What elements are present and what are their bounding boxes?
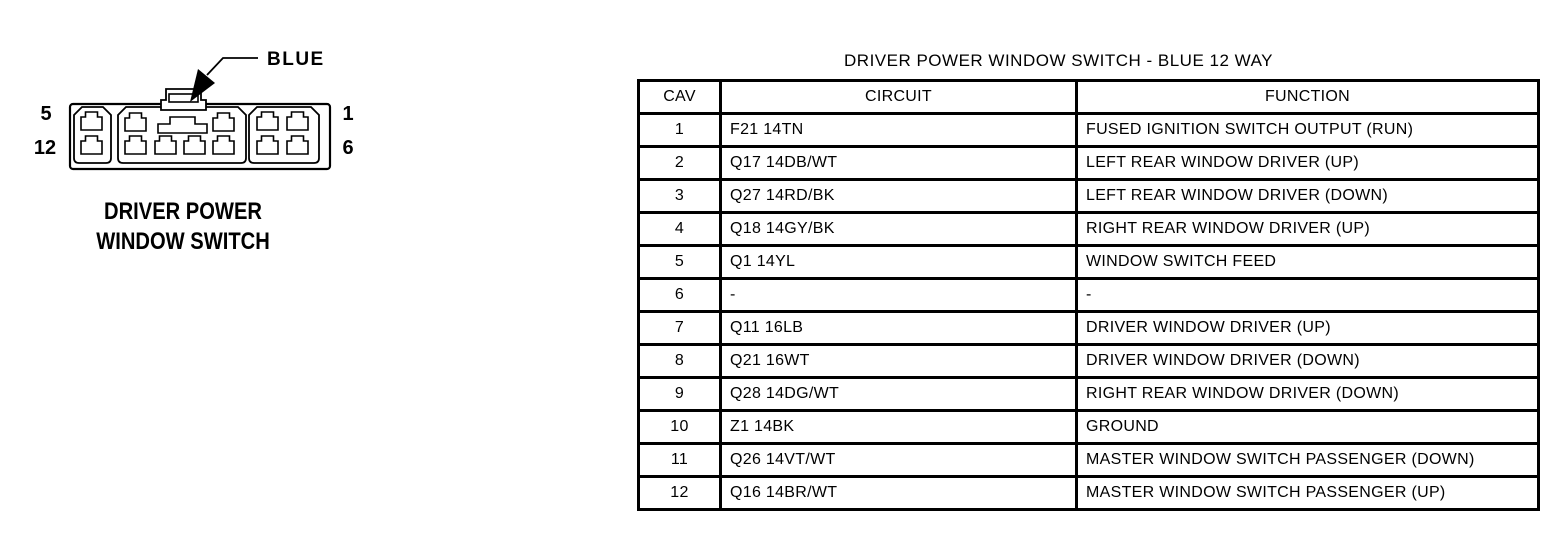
cell-circuit: F21 14TN [719,112,1078,148]
cell-cav: 3 [637,178,722,214]
cavity-group-right [248,106,320,164]
cell-circuit: Q21 16WT [719,343,1078,379]
table-row: 2 Q17 14DB/WT LEFT REAR WINDOW DRIVER (U… [637,145,1540,181]
cell-cav: 5 [637,244,722,280]
cell-circuit: Q16 14BR/WT [719,475,1078,511]
cavity-group-middle [117,106,247,164]
table-row: 7 Q11 16LB DRIVER WINDOW DRIVER (UP) [637,310,1540,346]
table-row: 9 Q28 14DG/WT RIGHT REAR WINDOW DRIVER (… [637,376,1540,412]
latch-slot [168,93,199,103]
cell-function: LEFT REAR WINDOW DRIVER (DOWN) [1075,178,1540,214]
cell-function: GROUND [1075,409,1540,445]
table-row: 11 Q26 14VT/WT MASTER WINDOW SWITCH PASS… [637,442,1540,478]
cell-cav: 8 [637,343,722,379]
cavity-group-left [73,106,112,164]
cell-cav: 12 [637,475,722,511]
cell-circuit: Q28 14DG/WT [719,376,1078,412]
cell-cav: 7 [637,310,722,346]
table-row: 12 Q16 14BR/WT MASTER WINDOW SWITCH PASS… [637,475,1540,511]
callout-line [206,57,258,76]
cell-function: FUSED IGNITION SWITCH OUTPUT (RUN) [1075,112,1540,148]
table-title: DRIVER POWER WINDOW SWITCH - BLUE 12 WAY [844,51,1273,70]
table-row: 3 Q27 14RD/BK LEFT REAR WINDOW DRIVER (D… [637,178,1540,214]
table-body: 1 F21 14TN FUSED IGNITION SWITCH OUTPUT … [637,112,1540,511]
cell-function: RIGHT REAR WINDOW DRIVER (UP) [1075,211,1540,247]
column-header-cav: CAV [637,79,722,115]
cell-cav: 10 [637,409,722,445]
connector-color-label: BLUE [267,49,325,70]
connector-diagram: BLUE 5 12 1 6 [34,49,354,171]
cell-function: RIGHT REAR WINDOW DRIVER (DOWN) [1075,376,1540,412]
column-header-function: FUNCTION [1075,79,1540,115]
cell-function: WINDOW SWITCH FEED [1075,244,1540,280]
cell-cav: 1 [637,112,722,148]
cell-function: - [1075,277,1540,313]
cell-function: LEFT REAR WINDOW DRIVER (UP) [1075,145,1540,181]
table-row: 1 F21 14TN FUSED IGNITION SWITCH OUTPUT … [637,112,1540,148]
cell-function: DRIVER WINDOW DRIVER (DOWN) [1075,343,1540,379]
table-row: 6 - - [637,277,1540,313]
cell-cav: 6 [637,277,722,313]
cell-circuit: - [719,277,1078,313]
cell-circuit: Q17 14DB/WT [719,145,1078,181]
table-row: 5 Q1 14YL WINDOW SWITCH FEED [637,244,1540,280]
cell-circuit: Q18 14GY/BK [719,211,1078,247]
cell-circuit: Z1 14BK [719,409,1078,445]
pin-label-top-right: 1 [342,103,353,125]
column-header-circuit: CIRCUIT [719,79,1078,115]
table-header-row: CAV CIRCUIT FUNCTION [637,79,1540,115]
arrowhead-icon [190,69,215,102]
pinout-table: CAV CIRCUIT FUNCTION 1 F21 14TN FUSED IG… [637,79,1540,511]
keyway-bar [157,116,208,134]
cell-function: MASTER WINDOW SWITCH PASSENGER (DOWN) [1075,442,1540,478]
cell-circuit: Q26 14VT/WT [719,442,1078,478]
table-row: 10 Z1 14BK GROUND [637,409,1540,445]
cell-cav: 4 [637,211,722,247]
connector-caption-line1: DRIVER POWER [104,198,262,225]
pin-label-bottom-right: 6 [342,137,353,159]
table-row: 8 Q21 16WT DRIVER WINDOW DRIVER (DOWN) [637,343,1540,379]
cell-function: MASTER WINDOW SWITCH PASSENGER (UP) [1075,475,1540,511]
pin-label-top-left: 5 [40,103,51,125]
cell-cav: 2 [637,145,722,181]
cell-circuit: Q27 14RD/BK [719,178,1078,214]
cell-function: DRIVER WINDOW DRIVER (UP) [1075,310,1540,346]
cell-circuit: Q1 14YL [719,244,1078,280]
pin-label-bottom-left: 12 [34,137,56,159]
connector-caption: DRIVER POWER WINDOW SWITCH [57,197,309,257]
cell-circuit: Q11 16LB [719,310,1078,346]
connector-caption-line2: WINDOW SWITCH [96,228,270,255]
table-row: 4 Q18 14GY/BK RIGHT REAR WINDOW DRIVER (… [637,211,1540,247]
cell-cav: 9 [637,376,722,412]
cell-cav: 11 [637,442,722,478]
